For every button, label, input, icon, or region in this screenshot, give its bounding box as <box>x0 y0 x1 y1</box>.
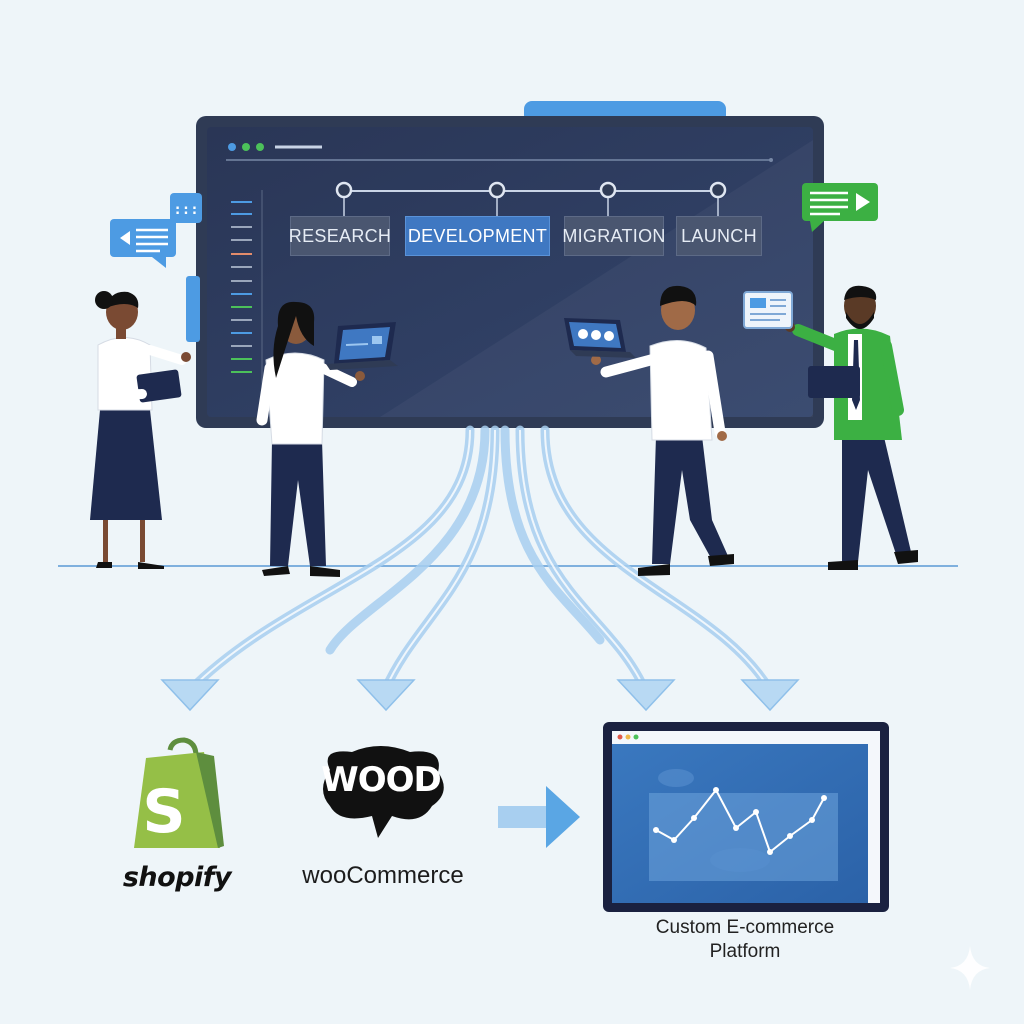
document-icon <box>743 291 793 329</box>
custom-platform-label-line1: Custom E-commerce <box>655 917 835 938</box>
svg-text:S: S <box>142 777 185 847</box>
flow-arrows-highlight <box>189 429 771 691</box>
code-bubble-icon: ::: <box>170 193 202 223</box>
laptop-icon <box>326 322 398 370</box>
shopify-label: shopify <box>122 862 232 893</box>
custom-platform-label: Custom E-commerce Platform <box>610 916 880 964</box>
woo-speech-bubble-icon <box>323 746 444 838</box>
step-launch[interactable]: LAUNCH <box>676 216 762 256</box>
person-man-laptop <box>564 285 734 576</box>
timeline-node <box>709 181 727 199</box>
tablet-icon <box>136 369 182 403</box>
chat-bubble-icon <box>110 219 176 268</box>
timeline-node <box>335 181 353 199</box>
arrow-right-icon <box>498 786 580 848</box>
woocommerce-label: wooCommerce <box>302 862 464 889</box>
step-research[interactable]: RESEARCH <box>289 216 391 256</box>
person-man-green-jacket <box>743 285 918 570</box>
custom-platform-screen <box>603 722 889 912</box>
laptop-icon <box>564 318 636 358</box>
woo-logo-text: WOOD <box>321 760 442 800</box>
window-dot-green <box>242 143 250 151</box>
svg-text::::: ::: <box>173 202 198 218</box>
workflow-timeline <box>335 181 727 216</box>
custom-platform-label-line2: Platform <box>709 941 781 962</box>
chat-bubble-icon <box>802 183 878 232</box>
tablet-icon <box>808 366 860 398</box>
step-development[interactable]: DEVELOPMENT <box>405 216 550 256</box>
person-woman-laptop <box>256 301 398 577</box>
shopify-bag-icon: S <box>134 737 224 848</box>
step-migration[interactable]: MIGRATION <box>562 216 665 256</box>
platform-chart-line <box>655 788 825 854</box>
timeline-node <box>488 181 506 199</box>
window-dot-blue <box>228 143 236 151</box>
flow-arrowheads <box>160 679 800 712</box>
person-woman-tablet <box>90 291 191 569</box>
sparkle-icon <box>950 946 990 990</box>
window-dot-green2 <box>256 143 264 151</box>
timeline-node <box>599 181 617 199</box>
sidebar-code-lines <box>231 190 263 392</box>
